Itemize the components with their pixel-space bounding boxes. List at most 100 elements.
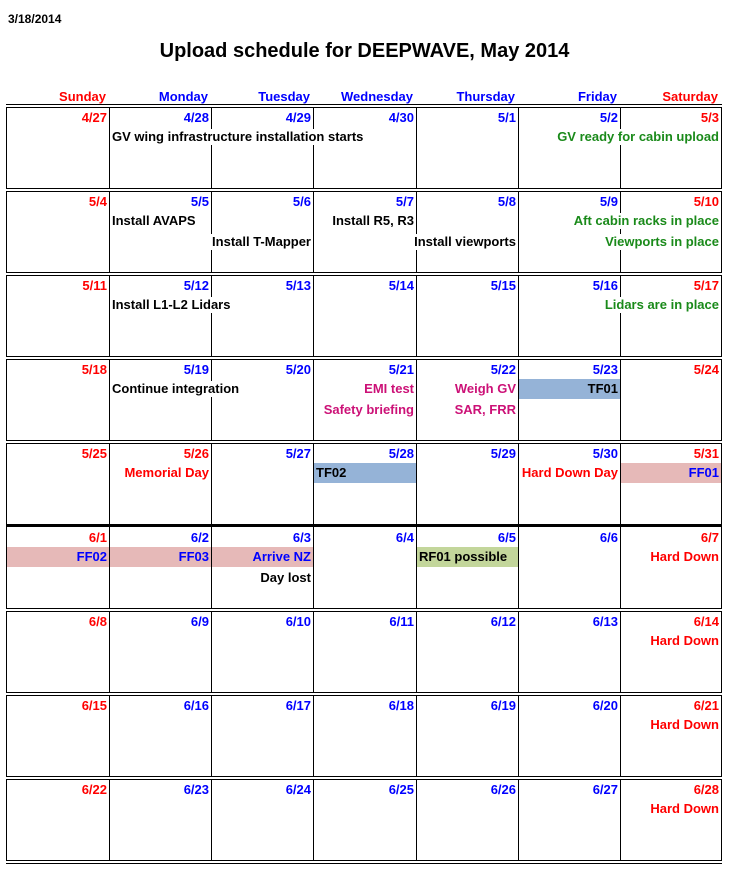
calendar-event[interactable]: TF02 <box>316 465 347 480</box>
date-cell[interactable]: 6/28 <box>693 782 719 797</box>
date-cell[interactable]: 6/22 <box>81 782 107 797</box>
calendar-event[interactable]: Hard Down <box>649 801 720 817</box>
column-rule <box>620 779 621 860</box>
date-cell[interactable]: 5/16 <box>592 278 618 293</box>
date-cell[interactable]: 5/17 <box>693 278 719 293</box>
calendar-event[interactable]: Lidars are in place <box>603 297 720 313</box>
calendar-event[interactable]: Hard Down <box>649 549 720 565</box>
date-cell[interactable]: 5/29 <box>490 446 516 461</box>
date-cell[interactable]: 5/4 <box>88 194 107 209</box>
date-cell[interactable]: 6/4 <box>395 530 414 545</box>
date-cell[interactable]: 6/18 <box>388 698 414 713</box>
date-cell[interactable]: 5/27 <box>285 446 311 461</box>
date-cell[interactable]: 6/24 <box>285 782 311 797</box>
date-cell[interactable]: 5/12 <box>183 278 209 293</box>
date-cell[interactable]: 6/9 <box>190 614 209 629</box>
calendar-event[interactable]: Install AVAPS <box>111 213 197 229</box>
calendar-event[interactable]: TF01 <box>587 381 618 396</box>
calendar-event[interactable]: RF01 possible <box>419 549 508 564</box>
date-cell[interactable]: 5/22 <box>490 362 516 377</box>
date-cell[interactable]: 5/31 <box>693 446 719 461</box>
date-cell[interactable]: 5/6 <box>292 194 311 209</box>
date-cell[interactable]: 5/9 <box>599 194 618 209</box>
date-cell[interactable]: 6/27 <box>592 782 618 797</box>
date-cell[interactable]: 6/21 <box>693 698 719 713</box>
date-cell[interactable]: 6/23 <box>183 782 209 797</box>
column-rule <box>721 695 722 776</box>
column-rule <box>211 695 212 776</box>
date-cell[interactable]: 5/24 <box>693 362 719 377</box>
date-cell[interactable]: 5/3 <box>700 110 719 125</box>
calendar-event[interactable]: Install R5, R3 <box>331 213 415 229</box>
column-rule <box>721 275 722 356</box>
row-rule <box>6 779 722 780</box>
date-cell[interactable]: 5/15 <box>490 278 516 293</box>
calendar-event[interactable]: Install viewports <box>413 234 517 250</box>
calendar-event[interactable]: FF02 <box>76 549 107 564</box>
calendar-event[interactable]: GV wing infrastructure installation star… <box>111 129 365 145</box>
date-cell[interactable]: 6/3 <box>292 530 311 545</box>
calendar-event[interactable]: Install L1-L2 Lidars <box>111 297 232 313</box>
date-cell[interactable]: 5/2 <box>599 110 618 125</box>
date-cell[interactable]: 6/26 <box>490 782 516 797</box>
calendar-event[interactable]: Weigh GV <box>453 381 517 397</box>
date-cell[interactable]: 6/13 <box>592 614 618 629</box>
date-cell[interactable]: 4/30 <box>388 110 414 125</box>
calendar-event[interactable]: Hard Down <box>649 633 720 649</box>
date-cell[interactable]: 6/11 <box>389 614 414 629</box>
date-cell[interactable]: 5/11 <box>82 278 107 293</box>
calendar-event[interactable]: Memorial Day <box>123 465 210 481</box>
date-cell[interactable]: 5/28 <box>388 446 414 461</box>
date-cell[interactable]: 5/14 <box>388 278 414 293</box>
date-cell[interactable]: 6/15 <box>81 698 107 713</box>
date-cell[interactable]: 6/16 <box>183 698 209 713</box>
date-cell[interactable]: 4/27 <box>81 110 107 125</box>
calendar-event[interactable]: Hard Down Day <box>520 465 619 481</box>
date-cell[interactable]: 6/7 <box>700 530 719 545</box>
date-cell[interactable]: 4/28 <box>183 110 209 125</box>
date-cell[interactable]: 5/26 <box>183 446 209 461</box>
calendar-event[interactable]: Viewports in place <box>604 234 720 250</box>
date-cell[interactable]: 6/6 <box>599 530 618 545</box>
date-cell[interactable]: 6/10 <box>285 614 311 629</box>
calendar-event[interactable]: FF01 <box>688 465 719 480</box>
date-cell[interactable]: 5/25 <box>81 446 107 461</box>
calendar-event[interactable]: Install T-Mapper <box>211 234 312 250</box>
date-cell[interactable]: 5/8 <box>497 194 516 209</box>
calendar-event[interactable]: Continue integration <box>111 381 241 397</box>
date-cell[interactable]: 6/14 <box>693 614 719 629</box>
date-cell[interactable]: 6/17 <box>285 698 311 713</box>
date-cell[interactable]: 4/29 <box>285 110 311 125</box>
date-cell[interactable]: 5/5 <box>190 194 209 209</box>
calendar-event[interactable]: GV ready for cabin upload <box>556 129 720 145</box>
date-cell[interactable]: 5/13 <box>285 278 311 293</box>
date-cell[interactable]: 5/23 <box>592 362 618 377</box>
date-cell[interactable]: 5/10 <box>693 194 719 209</box>
calendar-event[interactable]: Hard Down <box>649 717 720 733</box>
calendar-event[interactable]: Day lost <box>259 570 312 586</box>
date-cell[interactable]: 6/8 <box>88 614 107 629</box>
calendar-event[interactable]: SAR, FRR <box>453 402 517 418</box>
event-highlight-band <box>6 547 313 567</box>
calendar-event[interactable]: Aft cabin racks in place <box>572 213 720 229</box>
date-cell[interactable]: 5/1 <box>497 110 516 125</box>
date-cell[interactable]: 6/5 <box>497 530 516 545</box>
date-cell[interactable]: 6/12 <box>490 614 516 629</box>
row-rule <box>6 272 722 273</box>
calendar-event[interactable]: FF03 <box>178 549 209 564</box>
date-cell[interactable]: 5/30 <box>592 446 618 461</box>
calendar-event[interactable]: Safety briefing <box>322 402 415 418</box>
date-cell[interactable]: 5/20 <box>285 362 311 377</box>
calendar-event[interactable]: EMI test <box>363 381 415 397</box>
date-cell[interactable]: 5/21 <box>388 362 414 377</box>
date-cell[interactable]: 5/7 <box>395 194 414 209</box>
date-cell[interactable]: 5/19 <box>183 362 209 377</box>
date-cell[interactable]: 6/1 <box>88 530 107 545</box>
date-cell[interactable]: 6/19 <box>490 698 516 713</box>
calendar-event[interactable]: Arrive NZ <box>252 549 311 564</box>
date-cell[interactable]: 6/25 <box>388 782 414 797</box>
date-cell[interactable]: 5/18 <box>81 362 107 377</box>
date-cell[interactable]: 6/20 <box>592 698 618 713</box>
date-cell[interactable]: 6/2 <box>190 530 209 545</box>
